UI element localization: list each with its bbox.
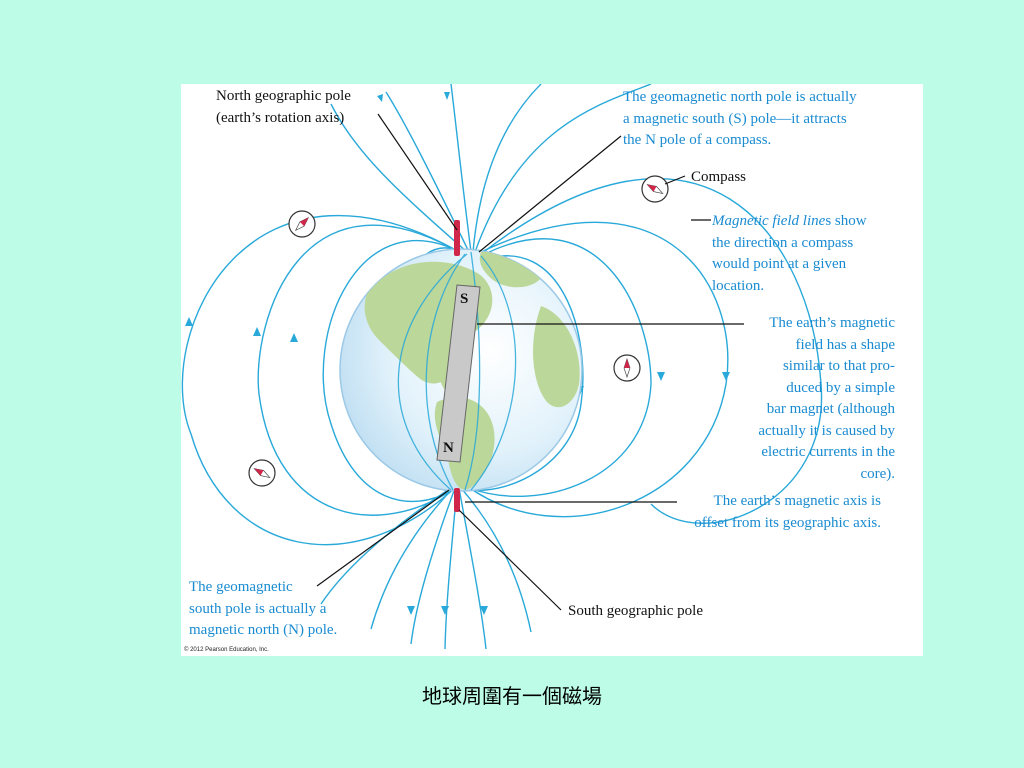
copyright-notice: © 2012 Pearson Education, Inc. bbox=[184, 647, 269, 653]
field-line bbox=[472, 84, 542, 253]
bar-magnet: S N bbox=[436, 284, 481, 463]
compass-icon bbox=[613, 354, 641, 382]
magnet-s-pole-letter: S bbox=[460, 291, 468, 307]
field-arrow bbox=[407, 606, 415, 615]
leader-geomagnetic-north bbox=[478, 135, 622, 253]
compass-icon bbox=[288, 210, 316, 238]
field-line bbox=[370, 487, 454, 630]
continent-africa-edge bbox=[533, 306, 580, 408]
field-arrow bbox=[253, 327, 261, 336]
leader-geomagnetic-south bbox=[316, 489, 450, 587]
south-pole-marker bbox=[454, 488, 460, 512]
field-arrow bbox=[480, 606, 488, 615]
field-line bbox=[320, 487, 452, 605]
field-arrow bbox=[444, 92, 450, 100]
field-line bbox=[480, 177, 823, 524]
magnetic-field-diagram: S N bbox=[181, 84, 823, 650]
field-line bbox=[460, 487, 532, 633]
field-line bbox=[468, 238, 652, 497]
field-line bbox=[257, 224, 470, 516]
compass-icon bbox=[248, 459, 276, 487]
field-arrow bbox=[290, 333, 298, 342]
field-line bbox=[464, 251, 481, 491]
field-arrow bbox=[722, 372, 730, 381]
label-south-geographic-pole: South geographic pole bbox=[568, 603, 703, 619]
field-arrow bbox=[185, 317, 193, 326]
field-line bbox=[322, 240, 468, 503]
field-line bbox=[410, 487, 456, 645]
leader-south-geographic bbox=[458, 509, 562, 611]
field-line bbox=[458, 487, 487, 650]
label-magnetic-field-lines: Magnetic field lines show the direction … bbox=[712, 211, 922, 297]
label-field-lines-rest: s show the direction a compass would poi… bbox=[712, 213, 867, 294]
label-earth-field-shape: The earth’s magnetic field has a shape s… bbox=[758, 315, 895, 482]
leader-compass bbox=[664, 175, 686, 185]
continent-greenland bbox=[479, 251, 541, 288]
label-north-geographic-pole: North geographic pole (earth’s rotation … bbox=[216, 88, 351, 126]
field-line bbox=[330, 103, 468, 253]
leader-lines bbox=[316, 113, 744, 611]
field-arrow bbox=[377, 94, 383, 102]
label-field-lines-emphasis: Magnetic field line bbox=[712, 213, 826, 229]
field-line bbox=[450, 84, 472, 253]
field-line bbox=[397, 253, 468, 491]
label-geomagnetic-north-pole: The geomagnetic north pole is actually a… bbox=[623, 89, 857, 148]
earth-magnetic-field-figure: S N bbox=[181, 84, 923, 656]
label-compass: Compass bbox=[691, 169, 747, 185]
leader-north-geographic bbox=[377, 113, 458, 231]
label-axis-offset: The earth’s magnetic axis is offset from… bbox=[694, 493, 881, 531]
slide-caption: 地球周圍有一個磁場 bbox=[422, 684, 602, 708]
north-pole-marker bbox=[454, 220, 460, 256]
compass-icon bbox=[641, 175, 669, 203]
field-arrow bbox=[441, 606, 449, 615]
field-line bbox=[466, 221, 729, 518]
label-geomagnetic-south-pole: The geomagnetic south pole is actually a… bbox=[189, 579, 338, 638]
magnet-n-pole-letter: N bbox=[443, 440, 454, 456]
field-line bbox=[470, 255, 584, 492]
field-line bbox=[474, 84, 652, 253]
field-arrow bbox=[657, 372, 665, 381]
field-line bbox=[470, 255, 517, 491]
